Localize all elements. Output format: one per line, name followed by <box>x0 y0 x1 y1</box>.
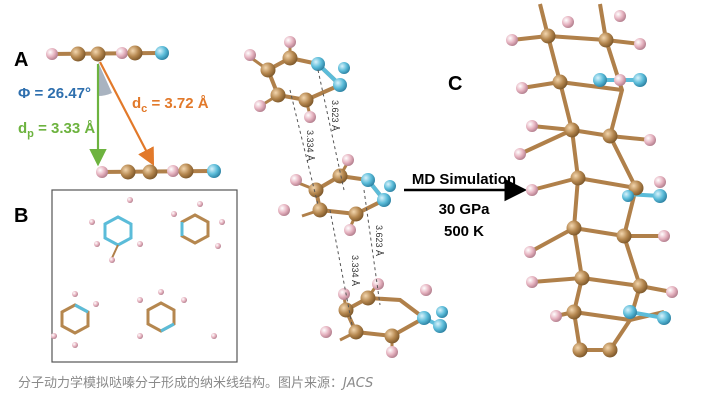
dc-sub: c <box>141 103 147 115</box>
md-simulation-block: MD Simulation 30 GPa 500 K <box>404 171 527 240</box>
panel-b-label: B <box>14 205 28 227</box>
md-title: MD Simulation <box>412 171 516 188</box>
distance-lower-long: 3.623 Å <box>374 225 384 256</box>
dc-arrow <box>99 61 155 166</box>
panel-b-molecule-4 <box>137 289 217 339</box>
phi-angle-wedge <box>98 62 112 97</box>
distance-upper-long: 3.623 Å <box>330 100 340 131</box>
stack-molecule-bottom <box>320 278 448 358</box>
panel-b: B <box>14 189 238 363</box>
stack-molecule-top <box>244 36 350 123</box>
nanowire-structure <box>511 3 673 352</box>
panel-a-top-molecule <box>46 45 169 62</box>
panel-a: A Φ = 26.47° dc = 3.72 Å <box>14 45 221 180</box>
dc-value: = 3.72 Å <box>147 95 208 112</box>
dp-main: d <box>18 120 27 137</box>
figure-caption: 分子动力学模拟哒嗪分子形成的纳米线结构。图片来源：JACS <box>18 372 373 391</box>
panel-c-label: C <box>448 73 462 95</box>
dc-label: dc = 3.72 Å <box>132 95 209 115</box>
panel-a-bottom-molecule <box>96 163 221 180</box>
md-pressure: 30 GPa <box>439 201 491 218</box>
panel-b-frame <box>51 189 238 363</box>
distance-lower-short: 3.334 Å <box>350 255 360 286</box>
stacked-molecules: 3.623 Å 3.334 Å 3.623 Å 3.334 Å <box>244 36 448 358</box>
dp-label: dp = 3.33 Å <box>18 120 95 140</box>
panel-b-molecule-3 <box>51 291 99 348</box>
dp-value: = 3.33 Å <box>34 120 95 137</box>
figure-canvas: A Φ = 26.47° dc = 3.72 Å <box>14 3 678 363</box>
phi-label: Φ = 26.47° <box>18 85 91 102</box>
panel-c: C <box>448 3 678 358</box>
caption-source: JACS <box>343 376 374 391</box>
dp-sub: p <box>27 128 34 140</box>
distance-upper-short: 3.334 Å <box>305 130 315 161</box>
panel-b-molecule-1 <box>89 197 143 263</box>
panel-b-molecule-2 <box>171 201 225 249</box>
caption-text: 分子动力学模拟哒嗪分子形成的纳米线结构。图片来源： <box>18 376 344 391</box>
md-temperature: 500 K <box>444 223 484 240</box>
panel-a-label: A <box>14 49 28 71</box>
dc-main: d <box>132 95 141 112</box>
nanowire-atoms <box>506 10 678 358</box>
stack-molecule-middle <box>278 154 396 236</box>
